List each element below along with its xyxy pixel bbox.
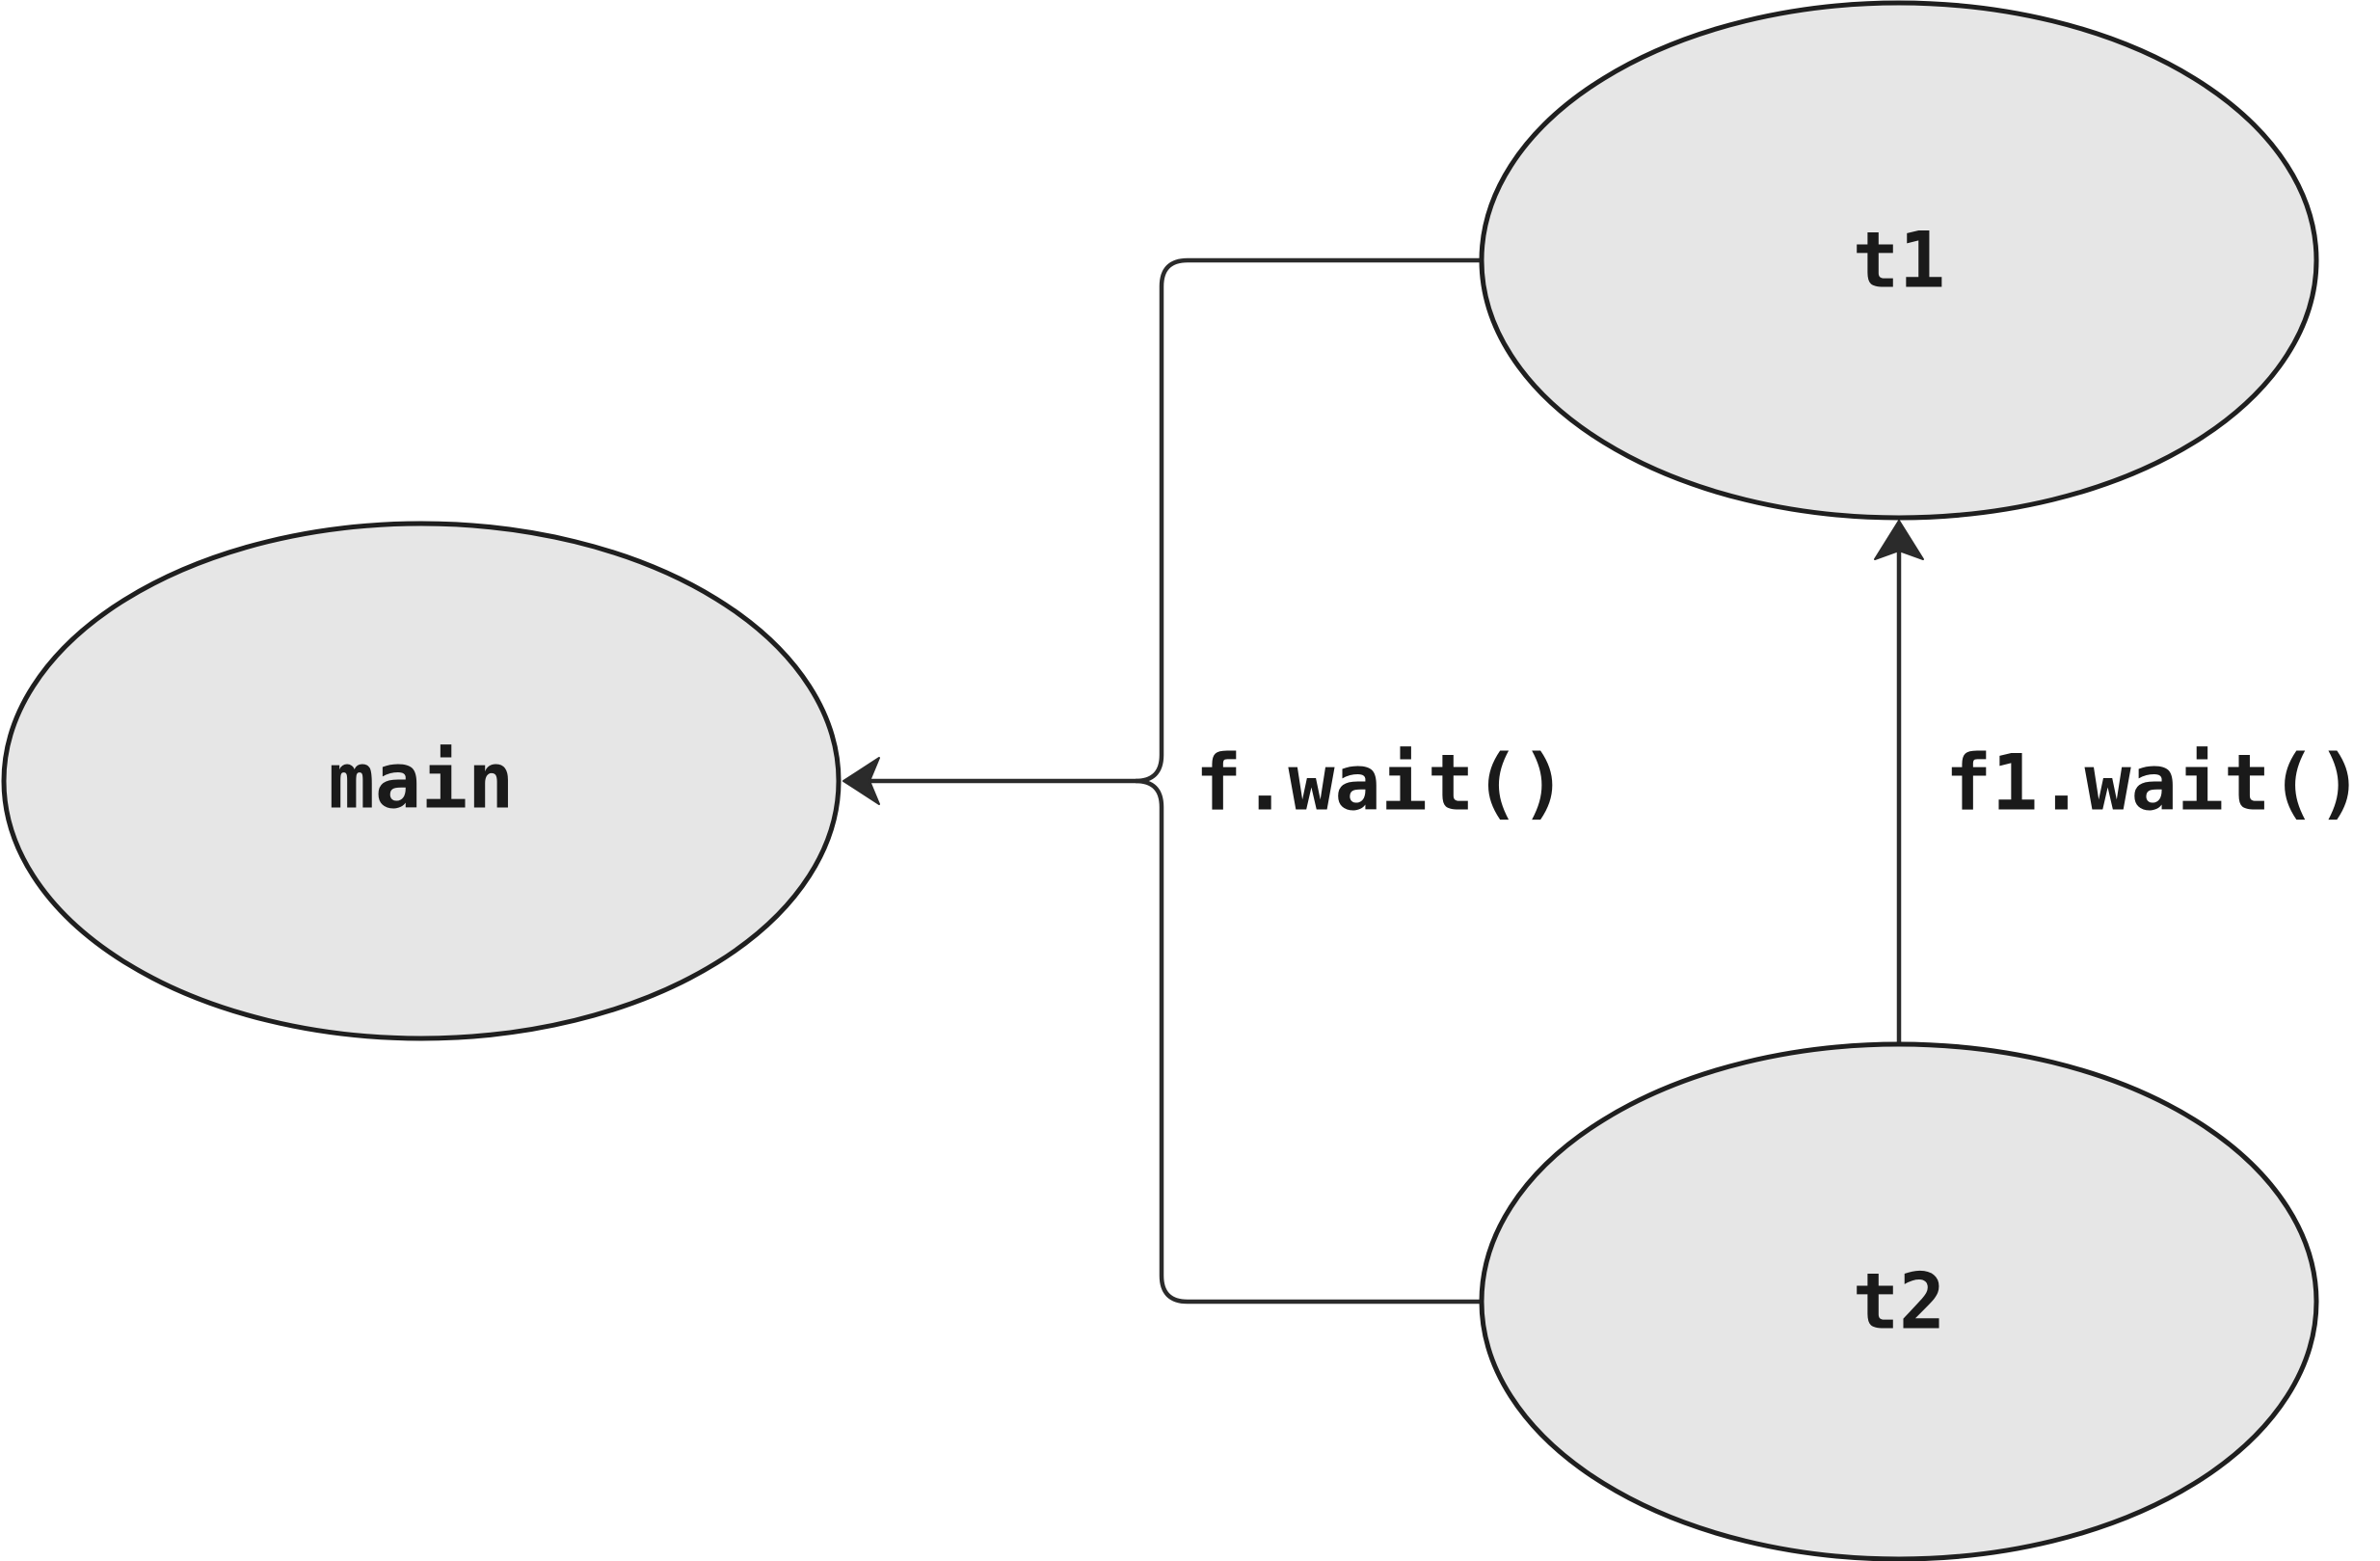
arrowhead-into-main bbox=[842, 757, 880, 805]
arrowhead-into-t1 bbox=[1874, 520, 1924, 560]
node-main-shape bbox=[1, 521, 842, 1041]
node-t1: t1 bbox=[1479, 0, 2319, 521]
edge-label-f1-wait: f1.wait() bbox=[1945, 739, 2363, 828]
node-main: main bbox=[1, 521, 842, 1041]
node-t2-label: t2 bbox=[1853, 1257, 1945, 1347]
node-t1-label: t1 bbox=[1853, 216, 1945, 306]
edge-t2-to-t1 bbox=[1874, 520, 1924, 1043]
node-t2-shape bbox=[1479, 1041, 2319, 1561]
node-main-label: main bbox=[329, 737, 515, 826]
edge-t1-t2-to-main bbox=[842, 257, 1480, 1305]
node-t1-shape bbox=[1479, 0, 2319, 521]
edge-label-f-wait: f.wait() bbox=[1195, 739, 1566, 828]
edge-line-from-t2 bbox=[1135, 778, 1480, 1305]
edge-line-from-t1 bbox=[868, 257, 1480, 784]
node-t2: t2 bbox=[1479, 1041, 2319, 1561]
